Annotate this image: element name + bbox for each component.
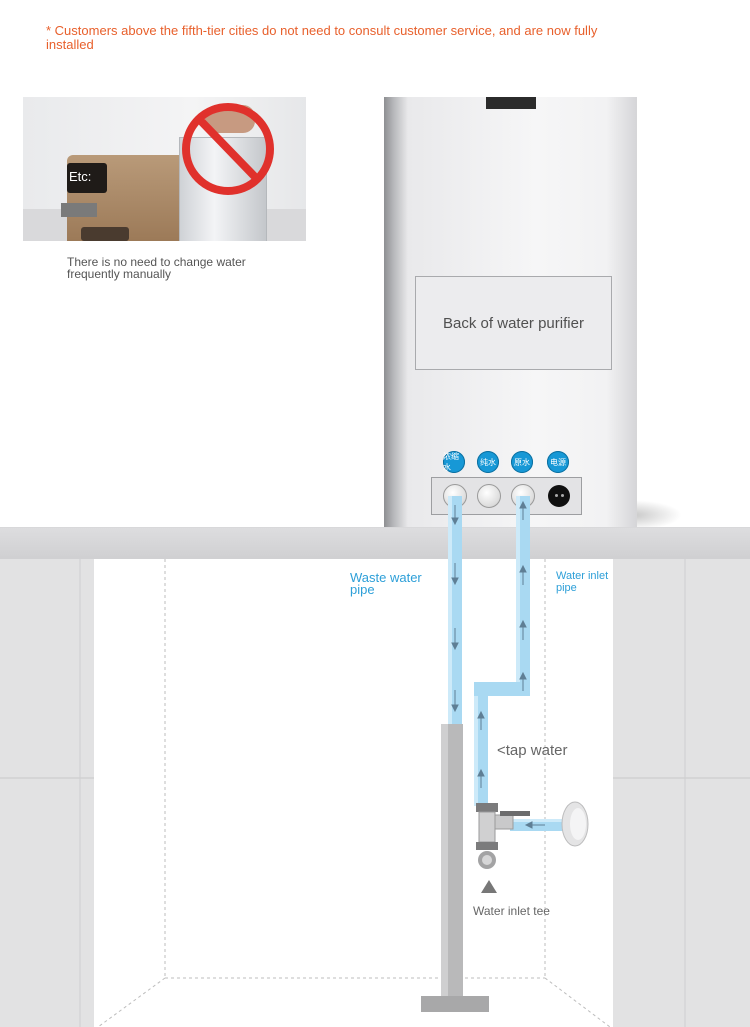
water-inlet-tee [476,803,530,869]
drain-base [421,996,489,1012]
waste-pipe-label: Waste water pipe [350,570,422,597]
port-badge-concentrate: 浓缩水 [443,451,465,473]
purifier-vent [486,97,536,109]
port-badge-pure: 纯水 [477,451,499,473]
device-screen-text: Etc: [69,169,92,184]
tap-water-label: <tap water [497,742,568,759]
pure-water-port [477,484,501,508]
countertop [0,527,750,560]
water-inlet-pipe [474,496,530,806]
purifier-back-label: Back of water purifier [415,276,612,370]
port-badge-power: 电源 [547,451,569,473]
purifier-back-label-text: Back of water purifier [443,314,584,332]
power-socket-icon [548,485,570,507]
port-badge-raw: 原水 [511,451,533,473]
photo-caption: There is no need to change water frequen… [67,255,246,281]
inlet-pipe-label: Water inlet pipe [556,570,609,594]
installation-notice: * Customers above the fifth-tier cities … [46,23,598,52]
no-bucket-photo: Etc: [23,97,306,241]
pointer-triangle-icon [481,880,497,893]
prohibited-icon [182,103,274,195]
inlet-tee-label: Water inlet tee [473,904,550,918]
